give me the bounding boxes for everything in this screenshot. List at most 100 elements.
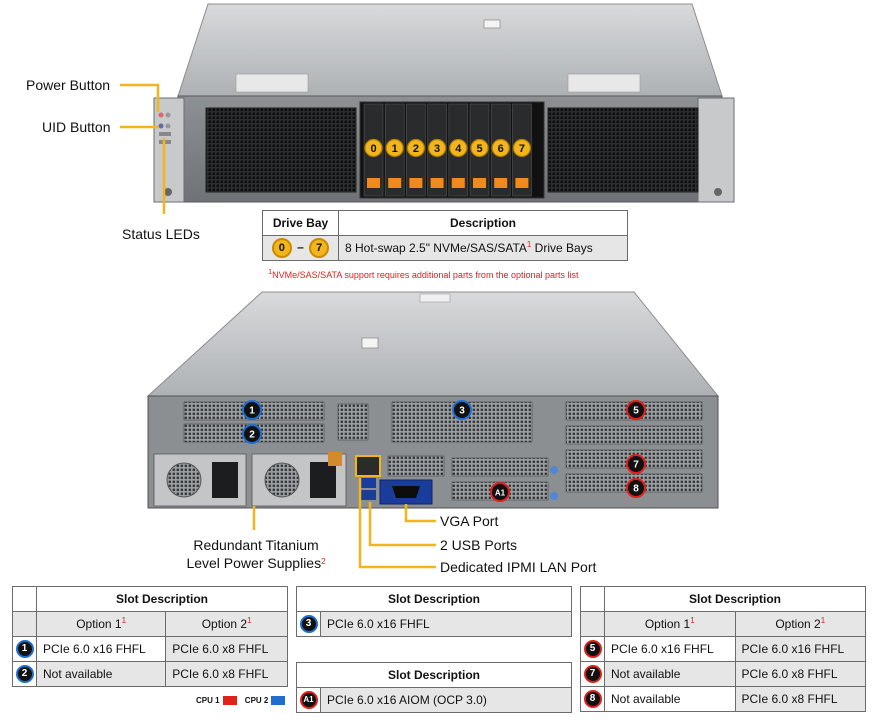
psu-label-line1: Redundant Titanium [193, 537, 319, 553]
slot-badge-7: 7 [583, 665, 602, 683]
rear-slot-number-1: 1 [249, 406, 255, 417]
psu-label-line2: Level Power Supplies [186, 555, 322, 571]
table-row: 1 PCIe 6.0 x16 FHFL PCIe 6.0 x8 FHFL [12, 636, 288, 662]
slot-2-option2: PCIe 6.0 x8 FHFL [165, 661, 288, 687]
slot-badge-cell: 3 [296, 611, 321, 637]
rear-slot-number-5: 5 [633, 406, 639, 417]
drive-bay-header: Drive Bay [262, 210, 339, 236]
drive-bay-latch-4[interactable] [451, 178, 465, 188]
drive-bay-latch-3[interactable] [430, 178, 444, 188]
slot-badge-1: 1 [15, 640, 34, 658]
drive-bay-badge-0 [364, 138, 383, 158]
drive-bay-range: 0 – 7 [262, 235, 339, 261]
status-leds-label: Status LEDs [122, 226, 200, 242]
slot-table-left-option1-text: Option 1 [76, 617, 122, 631]
drive-bay-latch-7[interactable] [515, 178, 529, 188]
slot-5-option1: PCIe 6.0 x16 FHFL [604, 636, 736, 662]
slot-table-left-option1: Option 11 [35, 611, 167, 637]
rear-slot-number-2: 2 [249, 430, 255, 441]
drive-bay-number-1: 1 [392, 143, 398, 155]
slot-badge-cell: A1 [296, 687, 321, 713]
psu-label: Redundant Titanium Level Power Supplies2 [166, 536, 346, 572]
table-row: A1 PCIe 6.0 x16 AIOM (OCP 3.0) [296, 687, 572, 713]
slot-table-right: Slot Description Option 11 Option 21 5 P… [580, 586, 866, 712]
drive-bay-description: 8 Hot-swap 2.5" NVMe/SAS/SATA1 Drive Bay… [338, 235, 628, 261]
drive-bay-badge-3 [428, 138, 447, 158]
slot-table-right-corner [580, 586, 605, 612]
power-button-label: Power Button [26, 77, 111, 93]
slot-table-mid-bottom-title: Slot Description [296, 662, 572, 688]
drive-bay-latch-5[interactable] [473, 178, 486, 188]
drive-bay-number-4: 4 [455, 143, 462, 155]
slot-table-left-title: Slot Description [36, 586, 288, 612]
drive-bay-latch-2[interactable] [409, 178, 423, 188]
table-row: 5 PCIe 6.0 x16 FHFL PCIe 6.0 x16 FHFL [580, 636, 866, 662]
slot-table-right-corner2 [580, 611, 605, 637]
rear-slot-number-8: 8 [633, 484, 639, 495]
drive-bay-range-separator: – [297, 240, 304, 255]
slot-table-mid-top-title: Slot Description [296, 586, 572, 612]
rear-slot-badge-3 [452, 400, 472, 420]
cpu-legend: CPU 1 CPU 2 [196, 696, 291, 706]
drive-bay-number-5: 5 [476, 143, 482, 155]
table-row: 7 Not available PCIe 6.0 x8 FHFL [580, 661, 866, 687]
rear-chassis: 1 2 3 5 7 8 A1 [146, 291, 720, 509]
slot-badge-2: 2 [15, 665, 34, 683]
slot-8-option2: PCIe 6.0 x8 FHFL [734, 686, 866, 712]
table-row: 2 Not available PCIe 6.0 x8 FHFL [12, 661, 288, 687]
rear-slot-badge-5 [626, 400, 646, 420]
slot-table-right-option1-text: Option 1 [644, 617, 691, 631]
vga-port-label: VGA Port [440, 513, 499, 529]
table-row: 3 PCIe 6.0 x16 FHFL [296, 611, 572, 637]
drive-bay-latch-1[interactable] [388, 178, 402, 188]
drive-bay-range-start: 0 [271, 238, 292, 258]
slot-1-option1: PCIe 6.0 x16 FHFL [35, 636, 167, 662]
rear-slot-badge-8 [626, 478, 646, 498]
drive-bay-badge-6 [491, 138, 510, 158]
callout-lines [120, 83, 436, 569]
slot-badge-3: 3 [299, 615, 318, 633]
drive-bay-badge-4 [449, 138, 468, 158]
drive-footnote-text: NVMe/SAS/SATA support requires additiona… [272, 270, 579, 280]
rear-slot-badge-7 [626, 454, 646, 474]
slot-5-option2: PCIe 6.0 x16 FHFL [734, 636, 866, 662]
slot-1-option2: PCIe 6.0 x8 FHFL [165, 636, 288, 662]
cpu1-legend-label: CPU 1 [196, 696, 220, 705]
slot-badge-8: 8 [583, 690, 602, 708]
slot-badge-5: 5 [583, 640, 602, 658]
rear-slot-number-3: 3 [459, 406, 465, 417]
slot-3-value: PCIe 6.0 x16 FHFL [320, 611, 572, 637]
slot-table-mid-bottom: Slot Description A1 PCIe 6.0 x16 AIOM (O… [296, 662, 572, 713]
slot-table-right-option1-sup: 1 [690, 616, 695, 625]
table-row: 8 Not available PCIe 6.0 x8 FHFL [580, 686, 866, 712]
usb-ports-label: 2 USB Ports [440, 537, 518, 553]
slot-table-left-corner [12, 586, 37, 612]
rear-slot-number-7: 7 [633, 460, 639, 471]
drive-bay-latch-6[interactable] [494, 178, 508, 188]
slot-badge-cell: 1 [12, 636, 37, 662]
slot-badge-cell: 7 [580, 661, 605, 687]
drive-bay-latch-0[interactable] [367, 178, 380, 188]
slot-table-mid-top: Slot Description 3 PCIe 6.0 x16 FHFL [296, 586, 572, 637]
slot-table-left-option2-sup: 1 [247, 616, 252, 625]
drive-bay-badge-5 [470, 138, 489, 158]
cpu1-swatch [222, 696, 237, 706]
drive-footnote-sup: 1 [268, 267, 273, 276]
drive-footnote: 1NVMe/SAS/SATA support requires addition… [268, 267, 578, 280]
psu-label-sup: 2 [321, 557, 326, 566]
drive-bay-badge-1 [385, 138, 404, 158]
slot-7-option2: PCIe 6.0 x8 FHFL [734, 661, 866, 687]
cpu2-legend-label: CPU 2 [244, 696, 269, 705]
drive-bay-badge-7 [512, 138, 532, 158]
drive-bay-number-3: 3 [434, 143, 440, 155]
rear-slot-badge-a1 [490, 482, 510, 502]
slot-badge-cell: 2 [12, 661, 37, 687]
description-header: Description [338, 210, 628, 236]
drive-bay-description-text: 8 Hot-swap 2.5" NVMe/SAS/SATA [345, 241, 527, 255]
slot-table-right-option1: Option 11 [604, 611, 736, 637]
uid-button-label: UID Button [42, 119, 111, 135]
drive-bay-number-0: 0 [370, 143, 376, 155]
rear-slot-number-a1: A1 [495, 489, 506, 498]
slot-table-left-option2-text: Option 2 [201, 617, 248, 631]
